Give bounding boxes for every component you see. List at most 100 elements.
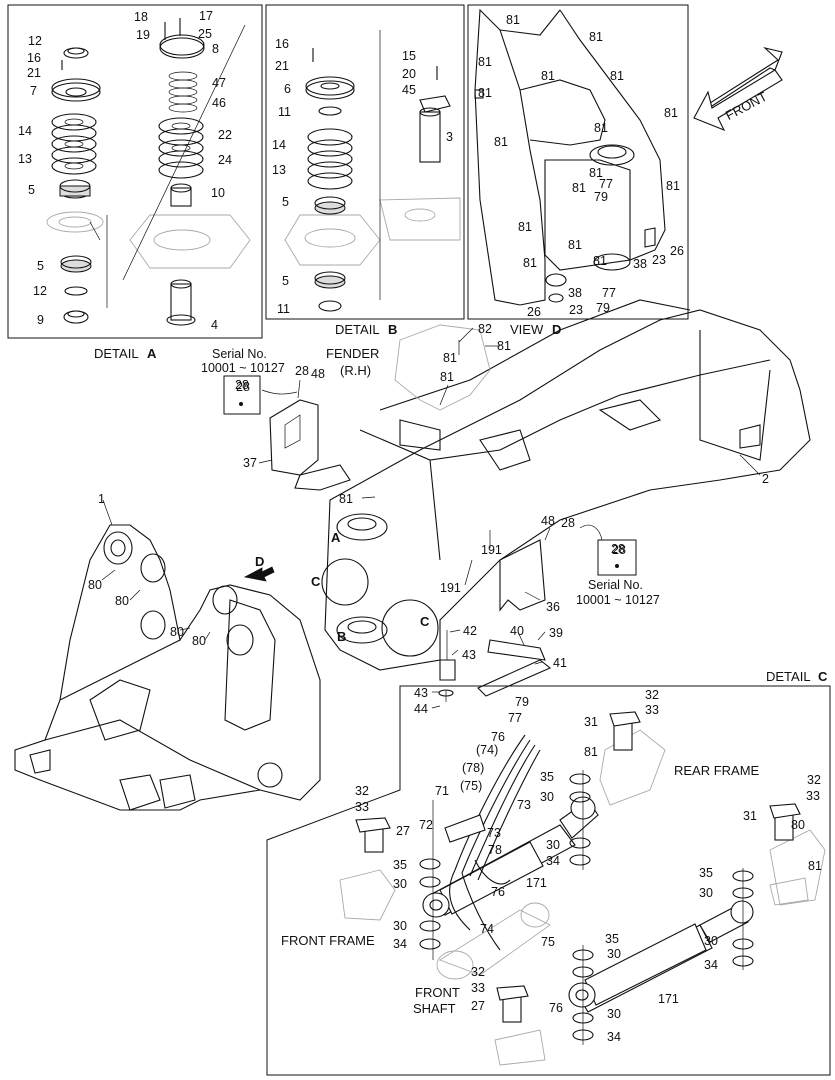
part-number: 34 xyxy=(546,854,560,868)
part-number: 13 xyxy=(272,163,286,177)
marker-c-left: C xyxy=(311,574,321,589)
part-number: 48 xyxy=(311,367,325,381)
part-number: 28 xyxy=(611,542,625,556)
part-number: 79 xyxy=(515,695,529,709)
part-number: 80 xyxy=(170,625,184,639)
part-number: 75 xyxy=(541,935,555,949)
part-number: 26 xyxy=(670,244,684,258)
part-number: 81 xyxy=(572,181,586,195)
caption-serial-left-range: 10001 ~ 10127 xyxy=(201,361,285,375)
part-number: 25 xyxy=(198,27,212,41)
part-number: 8 xyxy=(212,42,219,56)
part-number: 191 xyxy=(481,543,502,557)
part-number: 81 xyxy=(666,179,680,193)
part-number: 77 xyxy=(508,711,522,725)
part-number: 171 xyxy=(658,992,679,1006)
part-number: 34 xyxy=(607,1030,621,1044)
part-number: 81 xyxy=(478,55,492,69)
part-number: 22 xyxy=(218,128,232,142)
part-number: 81 xyxy=(589,30,603,44)
part-number: 1 xyxy=(98,492,105,506)
part-number: (74) xyxy=(476,743,498,757)
part-number: 81 xyxy=(494,135,508,149)
part-number: 16 xyxy=(275,37,289,51)
detail-c-frame xyxy=(266,685,831,1076)
part-number: 20 xyxy=(402,67,416,81)
caption-front-shaft: FRONT xyxy=(415,985,460,1000)
detail-a-panel xyxy=(7,4,263,339)
part-number: 171 xyxy=(526,876,547,890)
part-number: 74 xyxy=(480,922,494,936)
rear-frame-assembly xyxy=(223,299,811,709)
part-number: 80 xyxy=(115,594,129,608)
part-number: 34 xyxy=(704,958,718,972)
part-number: 81 xyxy=(443,351,457,365)
marker-c-right: C xyxy=(420,614,430,629)
serial-box-right xyxy=(597,539,637,576)
part-number: 43 xyxy=(462,648,476,662)
part-number: 19 xyxy=(136,28,150,42)
part-number: 32 xyxy=(471,965,485,979)
part-number: 48 xyxy=(541,514,555,528)
part-number: 81 xyxy=(518,220,532,234)
part-number: 28 xyxy=(295,364,309,378)
part-number: 81 xyxy=(440,370,454,384)
part-number: 46 xyxy=(212,96,226,110)
detail-a-frame xyxy=(7,4,263,339)
part-number: 42 xyxy=(463,624,477,638)
part-number: 32 xyxy=(355,784,369,798)
part-number: 6 xyxy=(284,82,291,96)
part-number: 71 xyxy=(435,784,449,798)
part-number: 34 xyxy=(393,937,407,951)
part-number: 30 xyxy=(546,838,560,852)
caption-detail-c: DETAIL xyxy=(766,669,811,684)
part-number: 79 xyxy=(594,190,608,204)
part-number: 35 xyxy=(605,932,619,946)
part-number: 28 xyxy=(561,516,575,530)
view-d-part-numbers: 81 81 81 81 81 81 81 81 81 81 81 81 81 8… xyxy=(478,13,684,319)
part-number: 79 xyxy=(596,301,610,315)
part-number: 81 xyxy=(339,492,353,506)
part-number: 80 xyxy=(88,578,102,592)
part-number: 76 xyxy=(491,730,505,744)
part-number: 81 xyxy=(808,859,822,873)
part-number: 38 xyxy=(633,257,647,271)
detail-c-panel xyxy=(266,685,831,1076)
part-number: 30 xyxy=(607,1007,621,1021)
part-number: 81 xyxy=(506,13,520,27)
caption-detail-a-letter: A xyxy=(147,346,157,361)
part-number: (78) xyxy=(462,761,484,775)
main-part-numbers: 82 81 81 81 28 48 28 37 2 81 48 28 28 19… xyxy=(88,322,769,716)
part-number: 40 xyxy=(510,624,524,638)
part-number: 30 xyxy=(393,919,407,933)
caption-detail-a: DETAIL xyxy=(94,346,139,361)
caption-detail-b: DETAIL xyxy=(335,322,380,337)
part-number: 81 xyxy=(610,69,624,83)
part-number: 5 xyxy=(282,274,289,288)
part-number: 28 xyxy=(235,378,249,392)
part-number: 32 xyxy=(645,688,659,702)
serial-box-right-label: 28 xyxy=(612,543,626,557)
part-number: 7 xyxy=(30,84,37,98)
part-number: 17 xyxy=(199,9,213,23)
part-number: 191 xyxy=(440,581,461,595)
part-number: 35 xyxy=(699,866,713,880)
detail-b-panel xyxy=(265,4,465,320)
marker-b: B xyxy=(337,629,346,644)
part-number: 81 xyxy=(478,86,492,100)
part-number: 24 xyxy=(218,153,232,167)
part-number: 31 xyxy=(743,809,757,823)
part-number: 81 xyxy=(541,69,555,83)
part-number: 76 xyxy=(491,885,505,899)
part-number: 12 xyxy=(33,284,47,298)
part-number: 73 xyxy=(517,798,531,812)
part-number: 27 xyxy=(396,824,410,838)
part-number: 9 xyxy=(37,313,44,327)
part-number: 81 xyxy=(594,121,608,135)
view-d-panel xyxy=(467,4,783,320)
part-number: 12 xyxy=(28,34,42,48)
part-number: 30 xyxy=(540,790,554,804)
captions: DETAIL A DETAIL B VIEW D DETAIL C FRONT … xyxy=(94,89,828,1016)
part-number: 44 xyxy=(414,702,428,716)
